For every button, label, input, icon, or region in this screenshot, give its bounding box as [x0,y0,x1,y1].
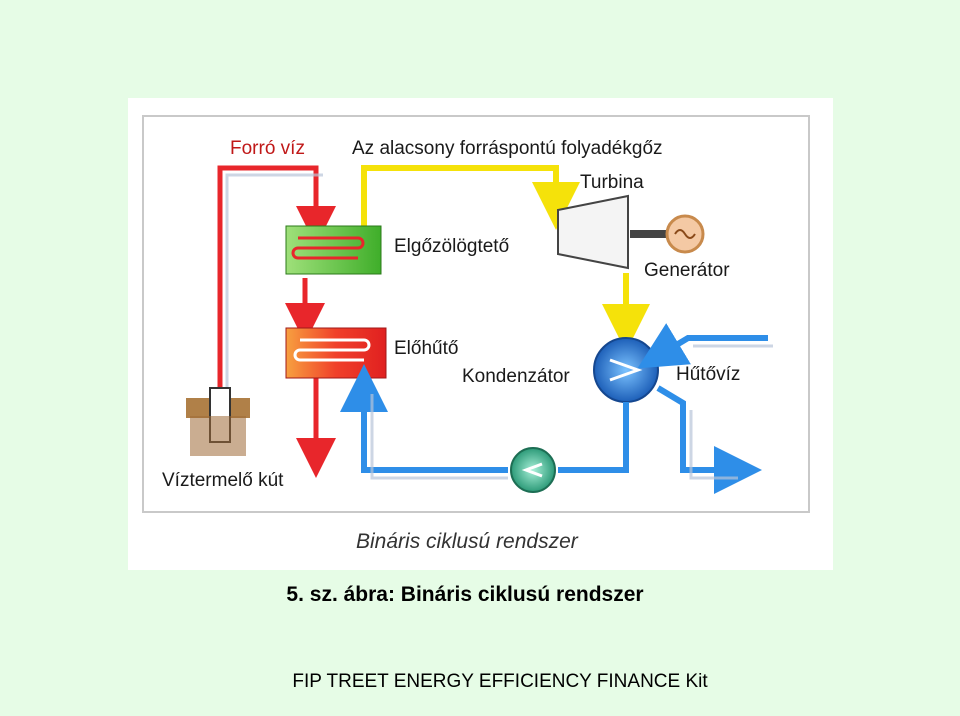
generator-icon [665,214,705,254]
label-condenser: Kondenzátor [462,366,570,387]
binary-cycle-diagram: Forró víz Az alacsony forráspontú folyad… [128,98,833,570]
cooling-water-pipe [637,323,768,494]
condenser-icon [593,337,659,403]
label-vapor: Az alacsony forráspontú folyadékgőz [352,138,663,159]
hot-water-pipe [217,165,336,478]
label-hot-water: Forró víz [230,138,305,159]
production-well-icon [186,387,250,456]
diagram-graphic [186,165,773,494]
turbine-icon [557,194,670,270]
label-production-well: Víztermelő kút [162,470,284,491]
diagram-frame [142,115,810,513]
label-evaporator: Elgőzölögtető [394,236,510,257]
label-generator: Generátor [644,260,730,281]
pump-icon [510,447,556,493]
precooler-icon [285,327,387,379]
label-precooler: Előhűtő [394,338,459,359]
figure-caption: 5. sz. ábra: Bináris ciklusú rendszer [286,583,644,606]
label-turbine: Turbina [580,172,644,193]
vapor-pipe [361,165,650,352]
label-cooling-water: Hűtővíz [676,364,741,385]
evaporator-icon [285,225,382,275]
page-footer: FIP TREET ENERGY EFFICIENCY FINANCE Kit [292,671,708,692]
working-fluid-return-pipe [340,364,629,473]
diagram-inner-caption: Bináris ciklusú rendszer [356,530,578,553]
